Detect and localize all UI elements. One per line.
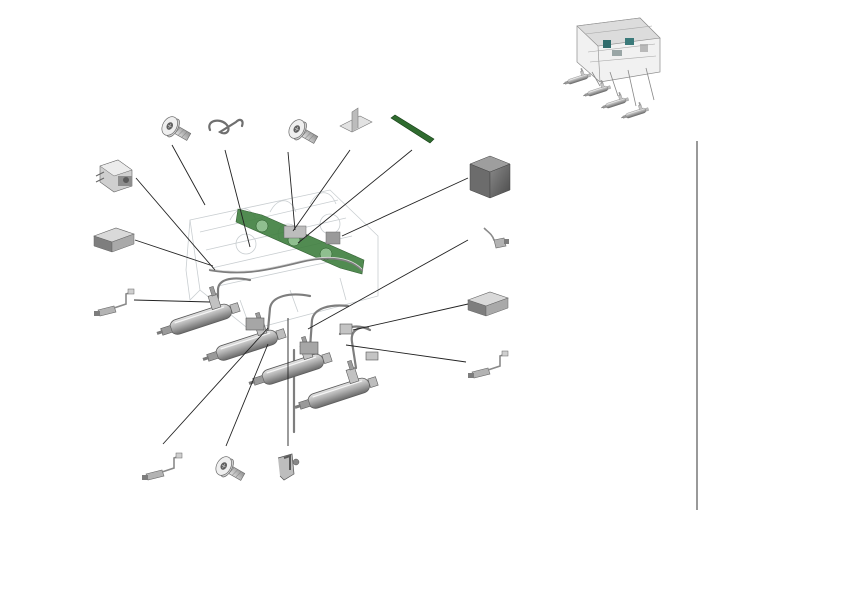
small-bracket-part [339,107,373,133]
grey-cube-module-part [469,155,511,199]
sensor-icon [467,350,509,379]
screw-bottom-part [212,453,249,487]
bracket-icon [339,107,373,133]
sensor-right-bottom-part [467,350,509,379]
actuator-icon [95,159,133,193]
inset-injectors [560,66,655,121]
clamp-bottom-part [277,453,300,481]
torx-screw-icon [158,113,195,147]
injector-1 [147,280,242,342]
actuator-bracket-part [95,159,133,193]
overview-inset [560,17,661,121]
injector-bank [147,280,380,416]
gasket-strip-icon [390,114,435,144]
sensor-left-part [93,288,135,317]
sensor-icon [141,452,183,481]
spring-clip-icon [208,118,244,135]
sensor-right-top-part [483,227,509,249]
flat-block-right-part [467,291,509,317]
screw-top-left-part [158,113,195,147]
block-icon [467,291,509,317]
flat-block-left-part [93,227,135,253]
block-icon [93,227,135,253]
torx-screw-icon [285,116,322,150]
torx-screw-icon [212,453,249,487]
leader-lines [133,144,469,447]
sensor-icon [93,288,135,317]
green-gasket-strip-part [390,114,435,144]
inset-engine-block [576,17,661,83]
clamp-icon [277,453,300,481]
sensor-icon [483,227,509,249]
cube-module-icon [469,155,511,199]
screw-top-right-part [285,116,322,150]
sensor-bottom-part [141,452,183,481]
spring-clip-part [208,118,244,135]
